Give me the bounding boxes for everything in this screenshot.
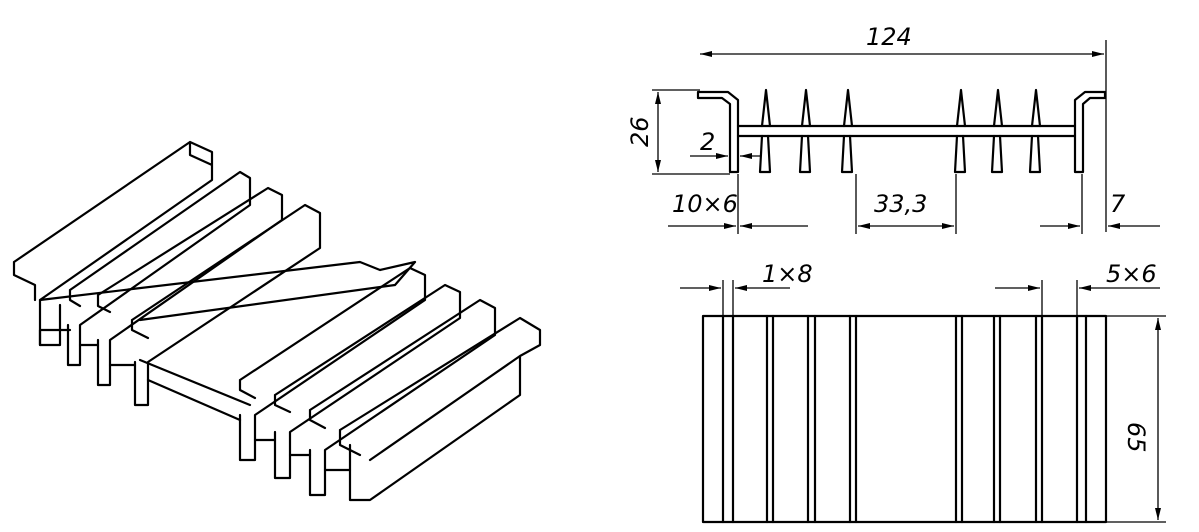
section-fins-right bbox=[953, 88, 1042, 174]
iso-right-wall bbox=[338, 316, 542, 502]
section-base bbox=[736, 124, 1077, 138]
section-left-lip bbox=[696, 90, 740, 174]
iso-front-section bbox=[38, 328, 352, 472]
section-fins-left bbox=[758, 88, 854, 174]
dim-124-label: 124 bbox=[866, 23, 912, 51]
iso-fin-3 bbox=[130, 203, 322, 407]
dim-2-label: 2 bbox=[700, 128, 715, 156]
isometric-view bbox=[12, 140, 542, 502]
dim-10x6-label: 10×6 bbox=[672, 190, 738, 218]
iso-base-plate bbox=[38, 260, 417, 407]
plan-fin-lines bbox=[721, 314, 1088, 524]
iso-fin-5 bbox=[273, 283, 462, 480]
iso-fin-2 bbox=[96, 186, 284, 387]
section-view: 124 26 2 10×6 33,3 7 bbox=[626, 23, 1160, 234]
dim-65-label: 65 bbox=[1122, 422, 1150, 453]
iso-left-wall bbox=[12, 140, 214, 347]
dim-5x6-label: 5×6 bbox=[1106, 260, 1157, 288]
dim-33-label: 33,3 bbox=[874, 190, 927, 218]
dim-26-label: 26 bbox=[626, 116, 654, 147]
dim-1x8-label: 1×8 bbox=[762, 260, 813, 288]
dim-7-label: 7 bbox=[1110, 190, 1126, 218]
plan-outline bbox=[701, 314, 1108, 524]
iso-fin-4 bbox=[238, 266, 427, 462]
plan-view: 1×8 5×6 65 bbox=[680, 260, 1166, 524]
section-right-lip bbox=[1073, 90, 1107, 174]
iso-fin-6 bbox=[308, 298, 497, 497]
iso-fin-1 bbox=[66, 170, 252, 367]
